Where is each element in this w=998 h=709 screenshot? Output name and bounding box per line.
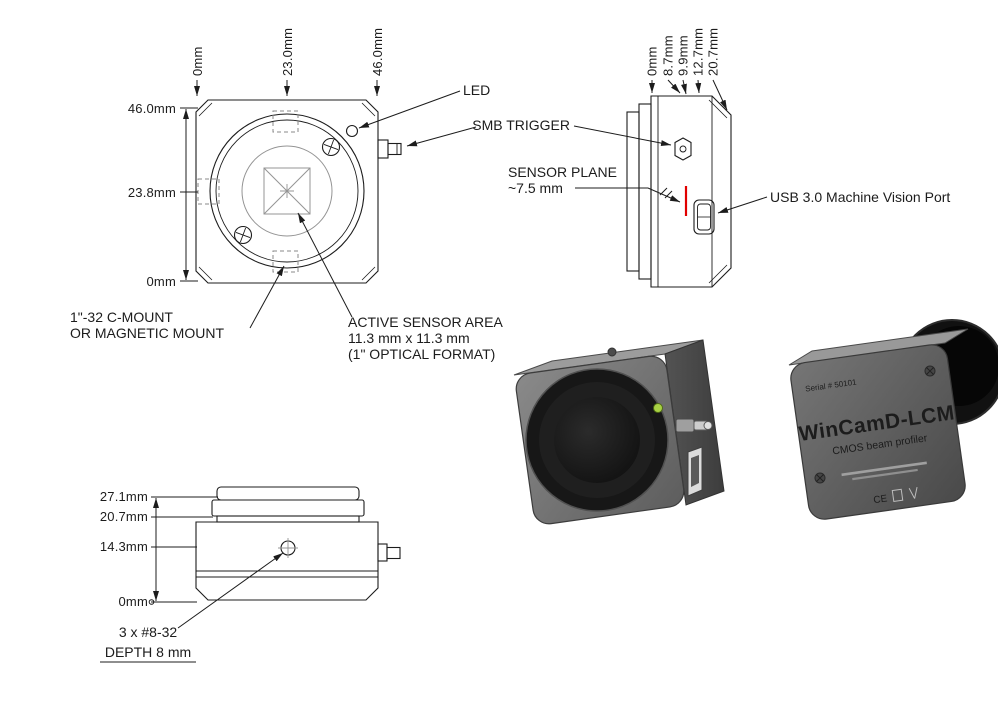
usb-port-label: USB 3.0 Machine Vision Port [770,189,950,205]
dim-front-left-238: 23.8mm [128,185,176,200]
dim-profile-207: 20.7mm [100,509,148,524]
screw-top-right [321,137,341,157]
fine-print-line-2 [852,468,918,481]
leader-smb-front [406,126,477,147]
dim-front-top-23: 23.0mm [280,28,295,76]
mount-tab-bottom [272,250,299,273]
dim-front-top-0: 0mm [190,47,205,77]
leader-led [358,90,461,129]
led-indicator [345,124,359,138]
cmount-ring-inner [215,119,359,263]
back-screw-top-right [924,365,936,377]
leader-sensor-plane [575,187,681,203]
profile-dims-left [148,496,218,605]
led-label: LED [463,82,490,98]
cert-symbol-mark [908,486,918,499]
front-dims-top [194,80,380,96]
camera-body-outline [195,99,379,284]
smb-trigger-label: SMB TRIGGER [472,117,570,133]
front-leader-lines [249,90,477,329]
cert-symbol-box [891,488,904,503]
smb-connector-stub-front [377,139,402,159]
lens-ring-highlight [525,368,669,512]
back-face [790,344,966,520]
aperture-circle [241,145,333,237]
center-crosshair [280,184,294,198]
sensor-plane-label-line1: SENSOR PLANE [508,164,617,180]
smb-connector-stub-profile [377,543,401,562]
profile-leader-lines [100,552,284,663]
sensor-label-line3: (1" OPTICAL FORMAT) [348,346,495,362]
sensor-label-line2: 11.3 mm x 11.3 mm [348,330,470,346]
corner-chamfer-lines [198,102,376,281]
dim-front-top-46: 46.0mm [370,28,385,76]
leader-sensor [297,212,353,318]
ce-mark: CE [873,493,889,506]
mount-label-line1: 1"-32 C-MOUNT [70,309,173,325]
top-screw-3d [607,347,617,357]
leader-mount [249,265,285,329]
side-leader-lines [573,125,768,214]
active-sensor-area [263,167,311,215]
dim-side-207: 20.7mm [706,28,721,76]
sensor-area-graphics [241,145,333,237]
sensor-plane-break-ticks [659,187,673,199]
usb-port-3d [687,446,703,497]
dim-profile-0: 0mm [119,594,149,609]
cmount-ring-outer [209,113,365,269]
screw-bottom-left [233,225,253,245]
leader-usb [717,196,768,214]
leader-smb-side [573,125,672,147]
front-view [195,99,402,284]
usb-port-side [693,199,715,235]
dim-side-127: 12.7mm [691,28,706,76]
dim-side-87: 8.7mm [661,35,676,76]
dim-side-99: 9.9mm [676,35,691,76]
dim-profile-143: 14.3mm [100,539,148,554]
mount-screw-hole [278,538,298,558]
sensor-label-line1: ACTIVE SENSOR AREA [348,314,503,330]
side-chamfer-lines [708,99,728,284]
screw-callout-line2: DEPTH 8 mm [105,644,191,660]
sensor-plane-label-line2: ~7.5 mm [508,180,563,196]
mount-tab-top [272,110,299,133]
side-view [626,95,732,288]
fine-print-line-1 [841,461,927,477]
front-dims-left [180,107,198,282]
smb-connector-3d [675,418,713,433]
render-back: Serial # 50101 WinCamD-LCM CMOS beam pro… [788,319,998,520]
mount-label-line2: OR MAGNETIC MOUNT [70,325,224,341]
datum-point [148,599,155,605]
side-dims-top [649,79,728,111]
profile-view [195,486,401,601]
lens-aperture [554,397,640,483]
profile-body-outline [195,521,379,601]
screw-callout-line1: 3 x #8-32 [119,624,178,640]
smb-connector-side [674,137,692,161]
dim-front-left-0: 0mm [147,274,177,289]
led-indicator-3d [653,403,663,413]
dim-side-0: 0mm [645,47,660,77]
render-front [513,339,725,525]
dim-front-left-46: 46.0mm [128,101,176,116]
dim-profile-271: 27.1mm [100,489,148,504]
leader-screw-callout [177,552,284,629]
back-screw-bottom-left [814,472,826,484]
